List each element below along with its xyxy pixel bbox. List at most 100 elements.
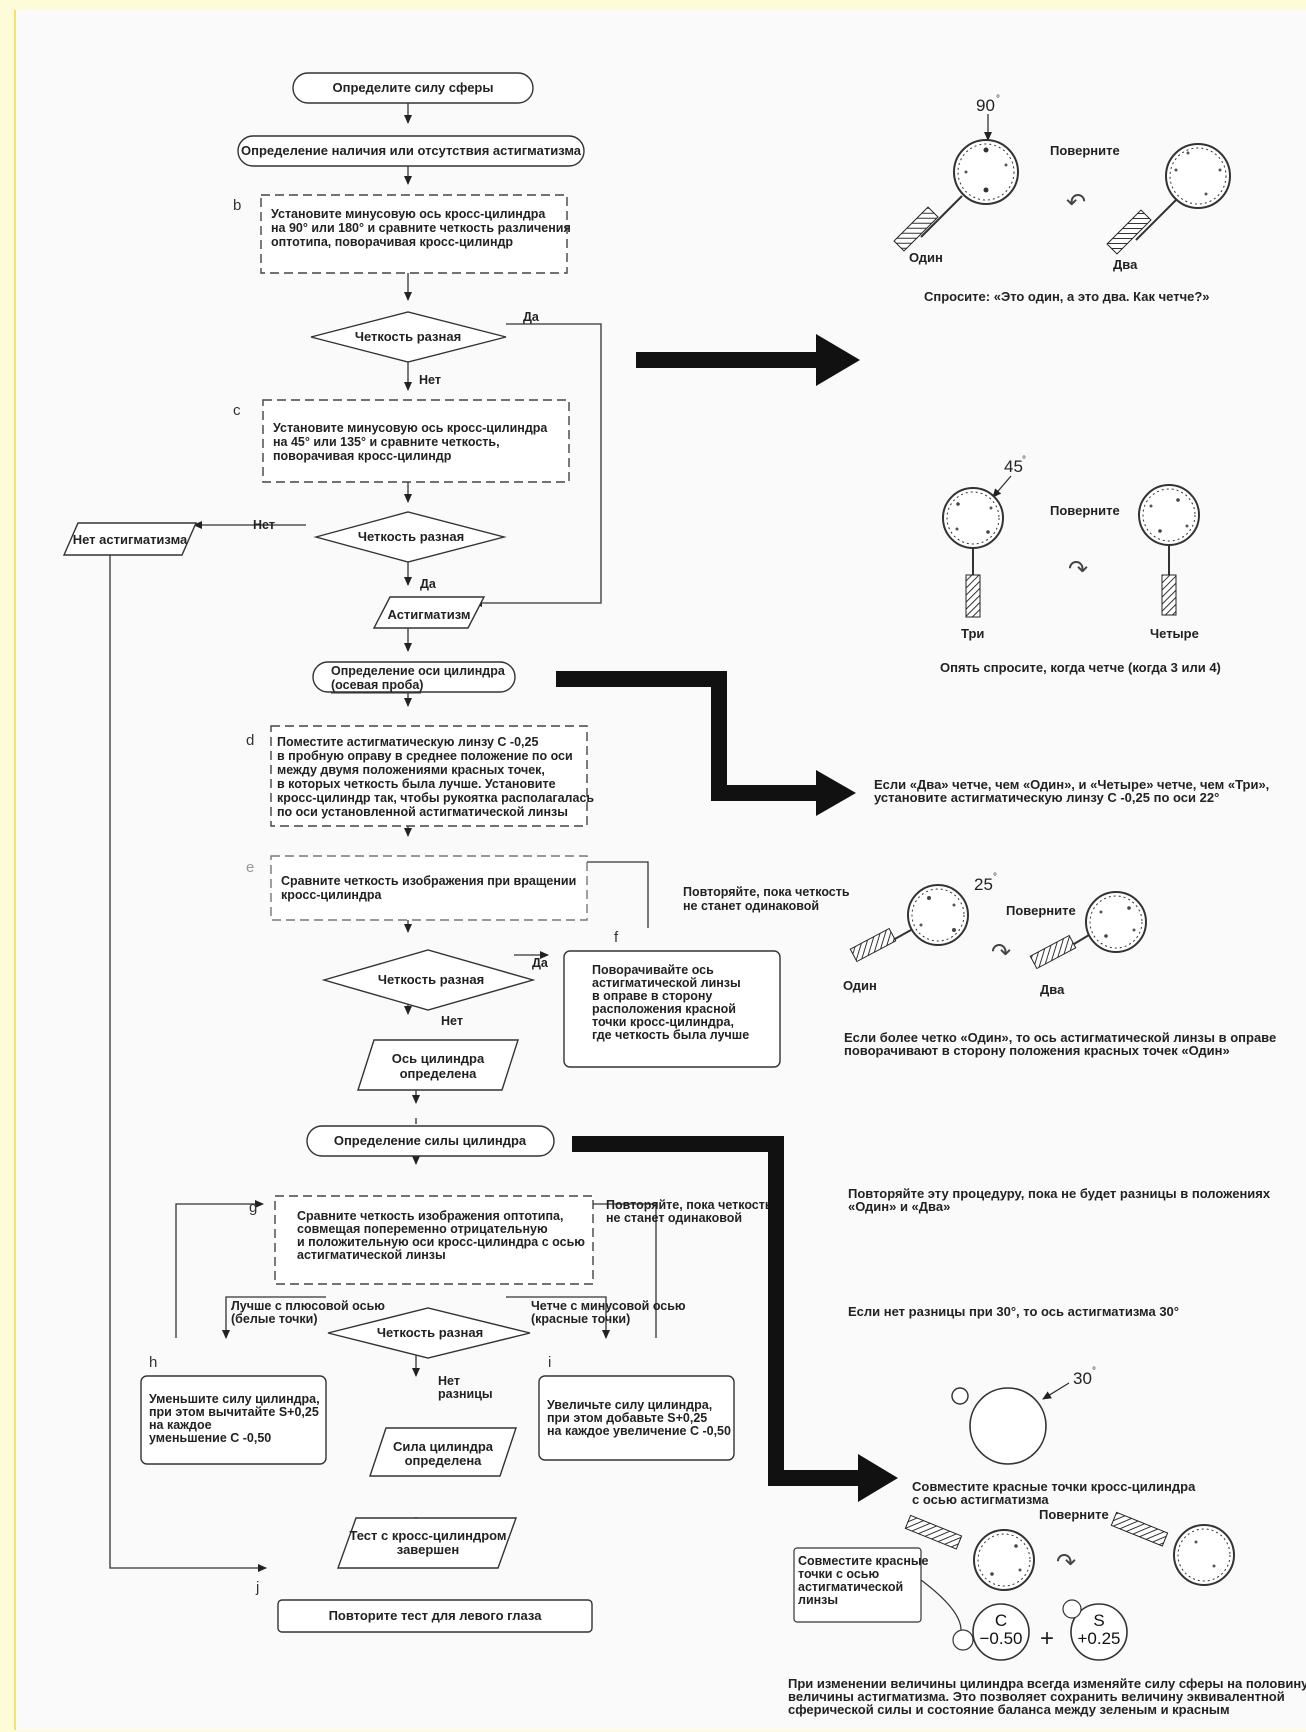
step-d-label: d xyxy=(246,732,254,749)
svg-text:величины астигматизма. Это поз: величины астигматизма. Это позволяет сох… xyxy=(788,1689,1285,1704)
svg-text:поворачивают в сторону положен: поворачивают в сторону положения красных… xyxy=(844,1043,1230,1058)
svg-text:уменьшение C -0,50: уменьшение C -0,50 xyxy=(149,1431,271,1445)
panel-5: Повторяйте эту процедуру, пока не будет … xyxy=(848,1186,1271,1214)
step-g-box: Сравните четкость изображения оптотипа, … xyxy=(274,1195,594,1285)
minus-axis-note: Четче с минусовой осью xyxy=(531,1299,686,1313)
svg-text:(красные точки): (красные точки) xyxy=(531,1312,630,1326)
repeat-note-2: Повторяйте, пока четкость xyxy=(606,1198,773,1212)
svg-text:Нет астигматизма: Нет астигматизма xyxy=(73,532,188,547)
no-difference-note: Нет xyxy=(438,1374,460,1388)
svg-text:астигматической линзы: астигматической линзы xyxy=(592,976,741,990)
svg-text:Сила цилиндра: Сила цилиндра xyxy=(393,1439,494,1454)
svg-text:°: ° xyxy=(1022,455,1026,466)
svg-text:Четкость разная: Четкость разная xyxy=(377,1325,483,1340)
svg-text:Астигматизм: Астигматизм xyxy=(387,607,470,622)
svg-text:линзы: линзы xyxy=(798,1593,838,1607)
svg-text:Сравните четкость изображения: Сравните четкость изображения оптотипа, xyxy=(297,1209,563,1223)
panel-4-caption: Если более четко «Один», то ось астигмат… xyxy=(844,1030,1276,1045)
label-two-2: Два xyxy=(1040,982,1065,997)
svg-text:Тест с кросс-цилиндром: Тест с кросс-цилиндром xyxy=(349,1528,506,1543)
svg-text:°: ° xyxy=(996,94,1000,105)
rotate-icon-4: ↷ xyxy=(991,939,1011,966)
svg-text:при этом добавьте S+0,25: при этом добавьте S+0,25 xyxy=(547,1411,707,1425)
repeat-note-1: Повторяйте, пока четкость xyxy=(683,885,850,899)
step-j-label: j xyxy=(255,1579,259,1596)
svg-text:«Один» и «Два»: «Один» и «Два» xyxy=(848,1199,950,1214)
svg-text:Поместите астигматическую линз: Поместите астигматическую линзу C -0,25 xyxy=(277,735,538,749)
svg-text:S: S xyxy=(1093,1611,1104,1630)
label-one: Один xyxy=(909,250,943,265)
svg-text:астигматической линзы: астигматической линзы xyxy=(297,1248,446,1262)
decision-4: Четкость разная xyxy=(327,1307,531,1359)
panel-8: Поверните ↷ Совместите красные точки с о… xyxy=(788,1507,1306,1717)
svg-text:Если «Два» четче, чем «Один»,: Если «Два» четче, чем «Один», и «Четыре»… xyxy=(874,777,1269,792)
svg-text:Установите минусовую ось кросс: Установите минусовую ось кросс-цилиндра xyxy=(271,207,546,221)
page: Определите силу сферы Определение наличи… xyxy=(14,10,1306,1730)
decision-2: Четкость разная xyxy=(313,511,507,563)
svg-text:Повторите тест для левого глаз: Повторите тест для левого глаза xyxy=(329,1608,543,1623)
cross-cylinder-two-icon-2 xyxy=(1029,891,1147,970)
svg-text:астигматической: астигматической xyxy=(798,1580,903,1594)
svg-text:точки кросс-цилиндра,: точки кросс-цилиндра, xyxy=(592,1015,734,1029)
svg-text:определена: определена xyxy=(405,1453,483,1468)
panel-3: Если «Два» четче, чем «Один», и «Четыре»… xyxy=(874,777,1269,805)
rotate-icon-2: ↷ xyxy=(1068,556,1088,583)
axis-determination-terminator: Определение оси цилиндра (осевая проба) xyxy=(312,661,516,694)
panel-4: 25 ° Поверните ↷ Один Два Если более чет… xyxy=(843,872,1276,1058)
axis-determined-box: Ось цилиндра определена xyxy=(357,1039,519,1091)
svg-text:с осью астигматизма: с осью астигматизма xyxy=(912,1492,1049,1507)
svg-text:−0.50: −0.50 xyxy=(979,1629,1022,1648)
power-determination-terminator: Определение силы цилиндра xyxy=(306,1125,555,1157)
svg-text:точки с осью: точки с осью xyxy=(798,1567,879,1581)
svg-text:(осевая проба): (осевая проба) xyxy=(331,678,423,692)
svg-text:Определите силу сферы: Определите силу сферы xyxy=(333,80,494,95)
label-one-2: Один xyxy=(843,978,877,993)
plus-axis-note: Лучше с плюсовой осью xyxy=(231,1299,385,1313)
svg-text:оптотипа, поворачивая кросс-ци: оптотипа, поворачивая кросс-цилиндр xyxy=(271,235,513,249)
decision-3-no: Нет xyxy=(441,1014,463,1028)
panel-1-caption: Спросите: «Это один, а это два. Как четч… xyxy=(924,289,1210,304)
step-f-label: f xyxy=(614,929,619,946)
svg-text:Определение силы цилиндра: Определение силы цилиндра xyxy=(334,1133,527,1148)
decision-1: Четкость разная xyxy=(310,311,507,363)
cylinder-c-badge: C −0.50 xyxy=(952,1603,1030,1661)
svg-text:°: ° xyxy=(1092,1366,1096,1377)
cross-cylinder-one-icon xyxy=(893,139,1019,252)
svg-text:на каждое увеличение C -0,50: на каждое увеличение C -0,50 xyxy=(547,1424,731,1438)
step-g-label: g xyxy=(249,1199,257,1216)
svg-text:Четкость разная: Четкость разная xyxy=(358,529,464,544)
detect-astigmatism-terminator: Определение наличия или отсутствия астиг… xyxy=(237,135,585,167)
svg-text:°: ° xyxy=(993,872,997,883)
svg-text:кросс-цилиндр так, чтобы рукоя: кросс-цилиндр так, чтобы рукоятка распол… xyxy=(277,791,594,805)
svg-text:установите астигматическую лин: установите астигматическую линзу C -0,25… xyxy=(874,790,1219,805)
svg-text:Если нет разницы при 30°, то о: Если нет разницы при 30°, то ось астигма… xyxy=(848,1304,1179,1319)
svg-text:и положительную оси кросс-цили: и положительную оси кросс-цилиндра с ось… xyxy=(297,1235,585,1249)
align-note-box: Совместите красные точки с осью астигмат… xyxy=(793,1547,929,1623)
panel-8-caption: При изменении величины цилиндра всегда и… xyxy=(788,1676,1306,1691)
svg-text:не станет одинаковой: не станет одинаковой xyxy=(606,1211,742,1225)
step-i-box: Увеличьте силу цилиндра, при этом добавь… xyxy=(538,1375,735,1461)
turn-label-2: Поверните xyxy=(1050,503,1120,518)
svg-text:между двумя положениями красны: между двумя положениями красных точек, xyxy=(277,763,545,777)
plus-sign: + xyxy=(1040,1625,1054,1652)
step-d-box: Поместите астигматическую линзу C -0,25 … xyxy=(270,725,594,827)
svg-text:при этом вычитайте S+0,25: при этом вычитайте S+0,25 xyxy=(149,1405,319,1419)
svg-text:на каждое: на каждое xyxy=(149,1418,212,1432)
step-f-box: Поворачивайте ось астигматической линзы … xyxy=(563,950,781,1068)
turn-label-1: Поверните xyxy=(1050,143,1120,158)
decision-2-yes: Да xyxy=(420,577,437,591)
svg-text:поворачивая кросс-цилиндр: поворачивая кросс-цилиндр xyxy=(273,449,452,463)
svg-text:в пробную оправу в среднее пол: в пробную оправу в среднее положение по … xyxy=(277,749,573,763)
cross-cylinder-four-icon xyxy=(1138,484,1200,616)
svg-text:+0.25: +0.25 xyxy=(1077,1629,1120,1648)
turn-label-4: Поверните xyxy=(1006,903,1076,918)
svg-text:разницы: разницы xyxy=(438,1387,493,1401)
angle-90: 90 xyxy=(976,96,995,115)
decision-3-yes: Да xyxy=(532,956,549,970)
thick-arrows xyxy=(556,334,898,1502)
sphere-s-badge: S +0.25 xyxy=(1062,1599,1128,1661)
label-three: Три xyxy=(961,626,984,641)
step-e-label: e xyxy=(246,859,254,876)
svg-text:в которых четкость была лучше.: в которых четкость была лучше. Установит… xyxy=(277,777,556,791)
decision-1-yes: Да xyxy=(523,310,540,324)
